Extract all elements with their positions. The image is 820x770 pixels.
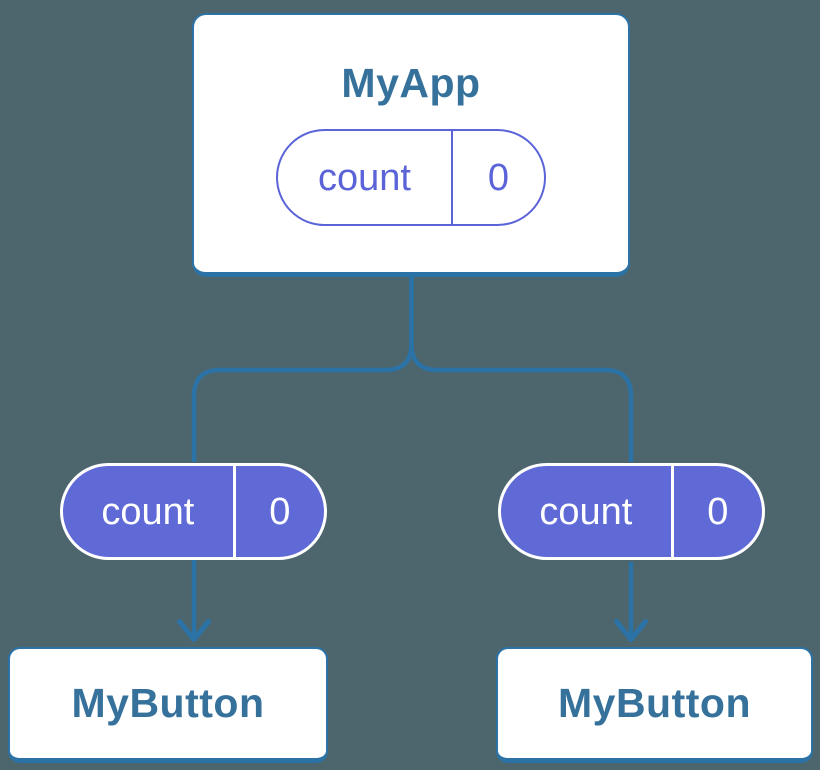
prop-pill-right: count 0 [498, 463, 765, 560]
prop-pill-right-divider [670, 466, 674, 557]
prop-pill-right-value: 0 [707, 490, 729, 533]
prop-pill-right-value-segment: 0 [674, 466, 762, 557]
prop-pill-left: count 0 [60, 463, 327, 560]
branch-left-line [191, 276, 414, 462]
arrow-down-left-icon [177, 619, 211, 642]
state-pill-label-segment: count [278, 131, 451, 224]
state-pill-label: count [317, 156, 411, 199]
component-box-mybutton-left: MyButton [8, 647, 328, 763]
component-box-mybutton-right: MyButton [496, 647, 813, 763]
state-pill: count 0 [276, 129, 546, 227]
prop-pill-right-label: count [539, 490, 633, 533]
state-pill-value: 0 [487, 156, 510, 199]
component-title-myapp: MyApp [341, 60, 481, 106]
prop-pill-left-divider [232, 466, 236, 557]
state-pill-divider [450, 131, 453, 225]
arrow-down-right-icon [614, 619, 648, 642]
state-pill-value-segment: 0 [453, 131, 544, 224]
component-title-mybutton-left: MyButton [71, 679, 265, 726]
prop-pill-left-value: 0 [269, 490, 291, 533]
prop-pill-right-label-segment: count [501, 466, 671, 557]
branch-right-line [409, 276, 634, 462]
prop-pill-left-label: count [101, 490, 195, 533]
component-box-myapp: MyApp count 0 [192, 13, 630, 277]
prop-pill-left-value-segment: 0 [236, 466, 324, 557]
prop-pill-left-label-segment: count [63, 466, 233, 557]
component-title-mybutton-right: MyButton [557, 679, 751, 726]
